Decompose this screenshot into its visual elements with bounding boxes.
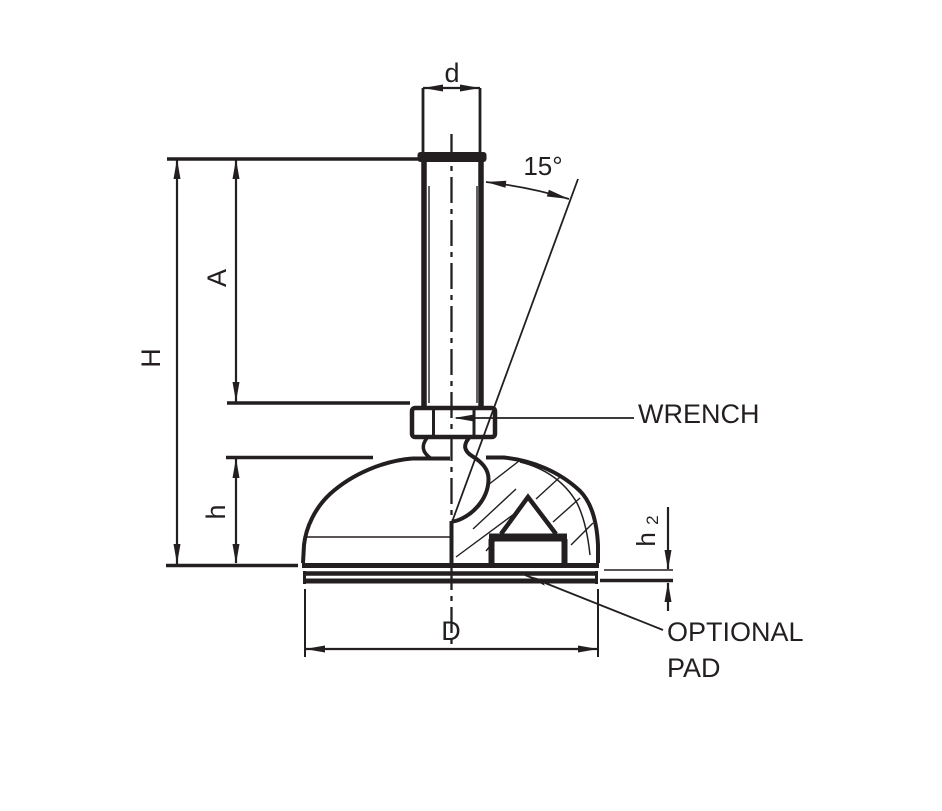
dim-h2-label: h 2: [631, 515, 662, 546]
thread-chamfer-band: [417, 152, 487, 162]
hatch-line: [535, 476, 561, 500]
dim-h-arrow-top-icon: [232, 458, 240, 478]
optional-pad-callout: OPTIONAL PAD: [524, 574, 804, 683]
optional-pad: [303, 571, 598, 584]
tilt-angle-label: 15°: [523, 151, 562, 181]
ball-outline: [451, 436, 491, 524]
tilt-angle-indicator: 15°: [451, 151, 579, 523]
hatch-line: [455, 513, 515, 558]
dim-D-arrow-right-icon: [578, 645, 598, 653]
hatch-line: [487, 460, 520, 486]
tilt-arc-arrow-right-icon: [546, 189, 569, 199]
section-hatching: [455, 460, 594, 558]
dim-A: A: [202, 159, 410, 405]
rim-inner-line: [519, 461, 591, 556]
dim-h2-label-main: h: [631, 532, 661, 546]
optional-pad-leader-line: [524, 574, 664, 631]
hatch-line: [552, 497, 581, 523]
optional-pad-label-line1: OPTIONAL: [667, 617, 804, 647]
hatch-line: [485, 538, 497, 552]
dim-d-label: d: [444, 58, 459, 88]
wrench-leader-arrow-icon: [454, 414, 474, 422]
dim-d: d: [423, 58, 480, 92]
dim-D-arrow-left-icon: [305, 645, 325, 653]
dim-A-arrow-top-icon: [232, 159, 240, 179]
neck-left-curve: [421, 436, 433, 460]
dim-H-arrow-bottom-icon: [173, 544, 181, 564]
dome-right-silhouette: [502, 455, 600, 563]
dim-d-arrow-left-icon: [423, 84, 443, 92]
optional-pad-leader-arrow-icon: [525, 575, 545, 586]
dim-A-label: A: [202, 269, 232, 287]
dim-h2: h 2: [600, 507, 673, 611]
wrench-label: WRENCH: [638, 399, 760, 429]
threaded-stud: [417, 88, 487, 409]
dim-d-arrow-right-icon: [460, 84, 480, 92]
optional-pad-label-line2: PAD: [667, 653, 721, 683]
dim-H: H: [136, 157, 419, 568]
dim-h-label: h: [201, 504, 231, 519]
base-dome: [301, 455, 600, 568]
dim-h-arrow-bottom-icon: [232, 544, 240, 564]
dim-D-label: D: [441, 616, 461, 646]
cavity-triangle: [499, 493, 558, 536]
dim-h2-arrow-bottom-icon: [664, 582, 672, 602]
dome-left-silhouette: [301, 456, 413, 564]
dim-h2-label-subscript: 2: [643, 515, 662, 524]
tilt-axis-line: [451, 178, 579, 523]
dim-A-arrow-bottom-icon: [232, 382, 240, 402]
dim-H-arrow-top-icon: [173, 159, 181, 179]
hex-nut: [409, 405, 498, 440]
section-detail: [455, 460, 594, 564]
dim-H-label: H: [136, 348, 166, 368]
dim-h: h: [201, 455, 373, 564]
tilt-arc-arrow-left-icon: [486, 180, 507, 188]
dim-h2-arrow-top-icon: [664, 550, 672, 570]
hatch-line: [472, 488, 517, 530]
dim-D: D: [304, 589, 599, 657]
wrench-callout: WRENCH: [454, 399, 760, 429]
hatch-line: [570, 522, 594, 546]
hex-nut-outline: [409, 405, 498, 440]
